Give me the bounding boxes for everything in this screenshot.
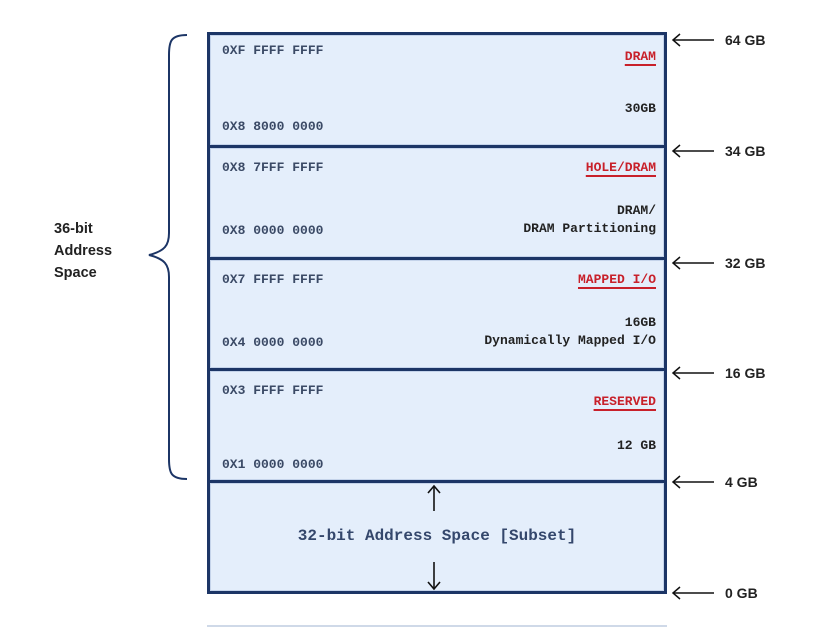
top-address: 0X3 FFFF FFFF: [222, 383, 324, 398]
boundary-marker: 34 GB: [671, 143, 765, 159]
cropped-edge-line: [207, 625, 667, 627]
segment-dram: 0XF FFFF FFFF DRAM 30GB 0X8 8000 0000: [207, 32, 667, 148]
segment-description: 30GB: [625, 100, 656, 118]
segment-32bit-address-space: 32-bit Address Space [Subset]: [207, 480, 667, 594]
segment-title: RESERVED: [593, 394, 656, 409]
segment-title: DRAM: [624, 49, 656, 64]
top-address: 0XF FFFF FFFF: [222, 43, 324, 58]
description-line: DRAM/: [616, 203, 656, 218]
segment-title: HOLE/DRAM: [585, 160, 656, 175]
brace-label-line: 36-bit: [54, 221, 93, 237]
segment-description: DRAM/ DRAM Partitioning: [523, 202, 656, 238]
left-arrow-icon: [671, 33, 714, 47]
top-address: 0X7 FFFF FFFF: [222, 272, 324, 287]
brace-label-line: Space: [54, 265, 97, 281]
bottom-address: 0X1 0000 0000: [222, 457, 324, 472]
segment-description: 12 GB: [617, 437, 656, 455]
base-segment-label: 32-bit Address Space [Subset]: [297, 527, 577, 545]
boundary-label: 0 GB: [725, 585, 758, 601]
left-arrow-icon: [671, 366, 714, 380]
boundary-marker: 16 GB: [671, 365, 765, 381]
description-line: DRAM Partitioning: [523, 221, 656, 236]
bottom-address: 0X8 8000 0000: [222, 119, 324, 134]
boundary-label: 34 GB: [725, 143, 766, 159]
boundary-label: 4 GB: [725, 474, 758, 490]
description-line: 30GB: [624, 101, 656, 116]
segment-description: 16GB Dynamically Mapped I/O: [484, 314, 656, 350]
up-arrow-icon: [427, 484, 441, 511]
description-line: 16GB: [624, 315, 656, 330]
left-arrow-icon: [671, 475, 714, 489]
left-arrow-icon: [671, 144, 714, 158]
boundary-label: 32 GB: [725, 255, 766, 271]
boundary-label: 64 GB: [725, 32, 766, 48]
brace-label: 36-bit Address Space: [54, 218, 112, 284]
left-arrow-icon: [671, 586, 714, 600]
brace-label-line: Address: [54, 243, 113, 259]
segment-mapped-io: 0X7 FFFF FFFF MAPPED I/O 16GB Dynamicall…: [207, 257, 667, 371]
down-arrow-icon: [427, 562, 441, 591]
boundary-label: 16 GB: [725, 365, 766, 381]
boundary-marker: 32 GB: [671, 255, 765, 271]
boundary-marker: 64 GB: [671, 32, 765, 48]
description-line: Dynamically Mapped I/O: [484, 333, 656, 348]
segment-reserved: 0X3 FFFF FFFF RESERVED 12 GB 0X1 0000 00…: [207, 368, 667, 483]
boundary-marker: 4 GB: [671, 474, 758, 490]
bottom-address: 0X4 0000 0000: [222, 335, 324, 350]
curly-brace-icon: [148, 34, 188, 480]
top-address: 0X8 7FFF FFFF: [222, 160, 324, 175]
boundary-marker: 0 GB: [671, 585, 758, 601]
bottom-address: 0X8 0000 0000: [222, 223, 324, 238]
left-arrow-icon: [671, 256, 714, 270]
segment-title: MAPPED I/O: [577, 272, 656, 287]
description-line: 12 GB: [616, 438, 656, 453]
segment-hole-dram: 0X8 7FFF FFFF HOLE/DRAM DRAM/ DRAM Parti…: [207, 145, 667, 260]
